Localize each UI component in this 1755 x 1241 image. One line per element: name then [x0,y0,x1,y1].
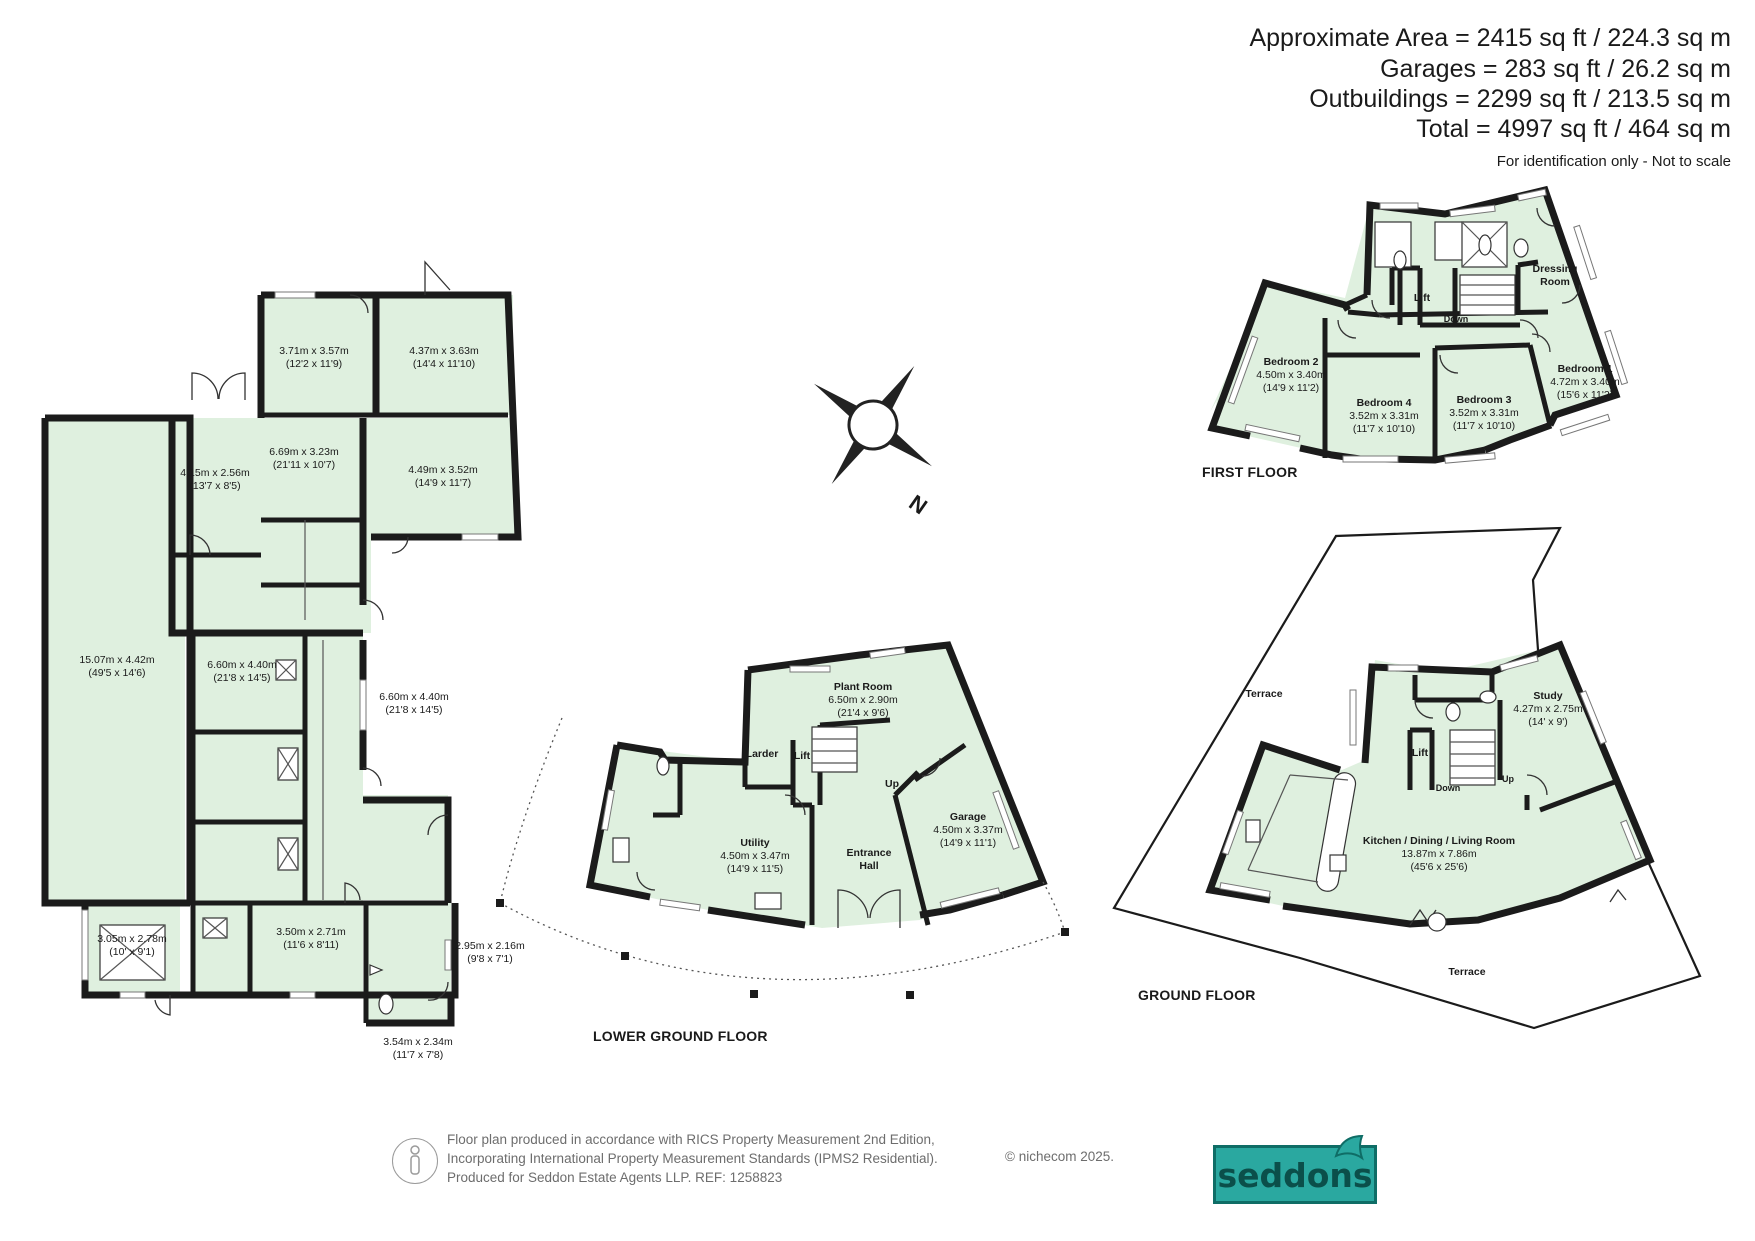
footer-notes: Floor plan produced in accordance with R… [447,1132,938,1185]
larder-label: Larder [745,748,779,760]
copyright: © nichecom 2025. [1005,1149,1115,1164]
disclaimer: For identification only - Not to scale [1496,153,1731,170]
outbuilding-room: 6.60m x 4.40m(21'8 x 14'5) [207,659,277,684]
outbuilding-room: 3.54m x 2.34m(11'7 x 7'8) [383,1036,453,1061]
garages-area: Garages = 283 sq ft / 26.2 sq m [1380,55,1731,83]
total-area: Total = 4997 sq ft / 464 sq m [1416,115,1731,143]
lower-ground-floor-label: LOWER GROUND FLOOR [593,1028,768,1044]
stairs-down-label: Down [1435,783,1461,793]
seddons-logo: seddons [1213,1134,1377,1204]
compass-rose [814,366,932,484]
outbuilding-room: 15.07m x 4.42m(49'5 x 14'6) [79,654,155,679]
ground-floor-plan [1112,526,1702,1030]
stairs-up-label: Up [885,778,899,790]
terrace-label: Terrace [1245,688,1283,700]
outbuilding-room: 3.50m x 2.71m(11'6 x 8'11) [276,926,346,951]
stairs-up-label: Up [1502,774,1514,784]
outbuildings-plan [41,260,522,1027]
stairs-down-label: Down [1443,314,1469,324]
outbuilding-room: 6.69m x 3.23m(21'11 x 10'7) [269,446,339,471]
outbuildings-area: Outbuildings = 2299 sq ft / 213.5 sq m [1309,85,1731,113]
entrance-hall-label: Entrance Hall [846,847,892,872]
outbuilding-room: 4.15m x 2.56m(13'7 x 8'5) [180,467,250,492]
lift-label: Lift [793,750,811,762]
ground-floor-label: GROUND FLOOR [1138,987,1256,1003]
outbuilding-room: 3.71m x 3.57m(12'2 x 11'9) [279,345,349,370]
first-floor-plan [1207,185,1629,464]
outbuilding-room: 6.60m x 4.40m(21'8 x 14'5) [379,691,449,716]
lift-label: Lift [1411,747,1429,759]
outbuilding-room: 4.37m x 3.63m(14'4 x 11'10) [409,345,479,370]
outbuilding-room: 4.49m x 3.52m(14'9 x 11'7) [408,464,478,489]
rics-logo [392,1138,438,1184]
lower-ground-floor-plan [496,641,1069,999]
first-floor-label: FIRST FLOOR [1202,464,1298,480]
dressing-room-label: Dressing Room [1532,263,1578,288]
outbuilding-room: 3.05m x 2.78m(10' x 9'1) [97,933,167,958]
lift-label: Lift [1413,292,1431,304]
terrace-label: Terrace [1448,966,1486,978]
outbuilding-room: 2.95m x 2.16m(9'8 x 7'1) [455,940,525,965]
approximate-area: Approximate Area = 2415 sq ft / 224.3 sq… [1249,24,1731,52]
